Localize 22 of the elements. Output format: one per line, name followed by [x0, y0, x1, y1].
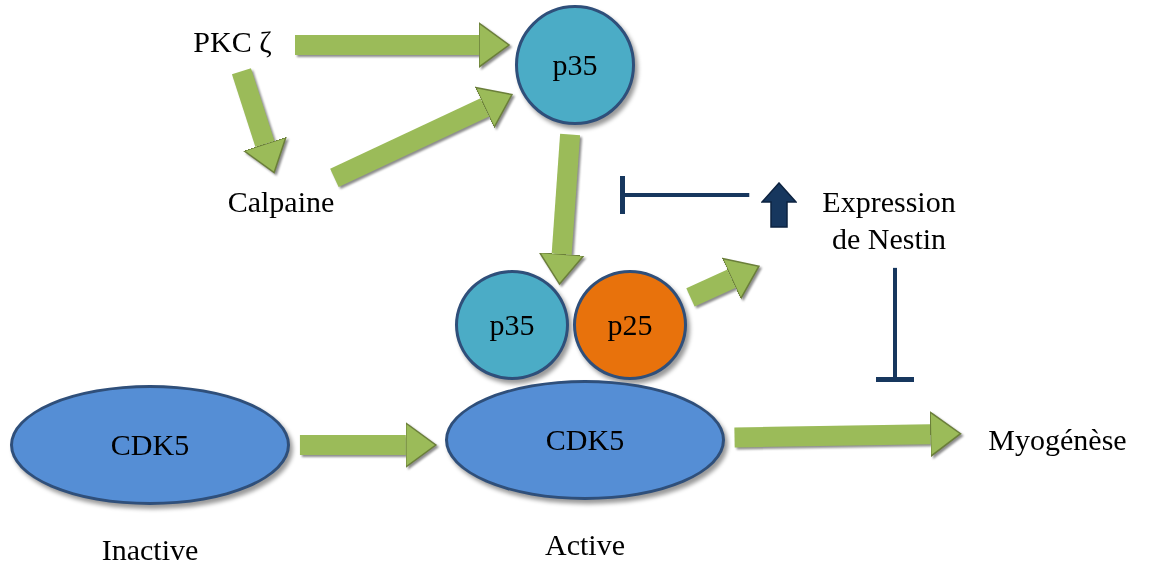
arrow: [330, 86, 513, 187]
node-label: CDK5: [110, 427, 190, 464]
node-label: PKC ζ: [193, 24, 272, 61]
inhibition-line: [876, 267, 914, 382]
arrow: [538, 133, 585, 285]
state-label: Active: [544, 530, 626, 560]
arrow: [231, 68, 287, 174]
arrow: [299, 422, 437, 468]
inhibition-line: [620, 176, 750, 214]
arrow: [686, 257, 760, 307]
node-label: Calpaine: [227, 184, 335, 221]
node-label: Expression de Nestin: [821, 183, 957, 257]
protein-circle: [573, 270, 687, 380]
node-label: p35: [552, 47, 598, 84]
protein-circle: [515, 5, 635, 125]
node-label: Myogénèse: [988, 422, 1127, 459]
node-label: p35: [489, 307, 535, 344]
arrow: [295, 22, 510, 68]
node-label: p25: [607, 307, 653, 344]
node-label: CDK5: [545, 422, 625, 459]
arrow: [734, 411, 962, 457]
state-label: Inactive: [100, 535, 200, 565]
